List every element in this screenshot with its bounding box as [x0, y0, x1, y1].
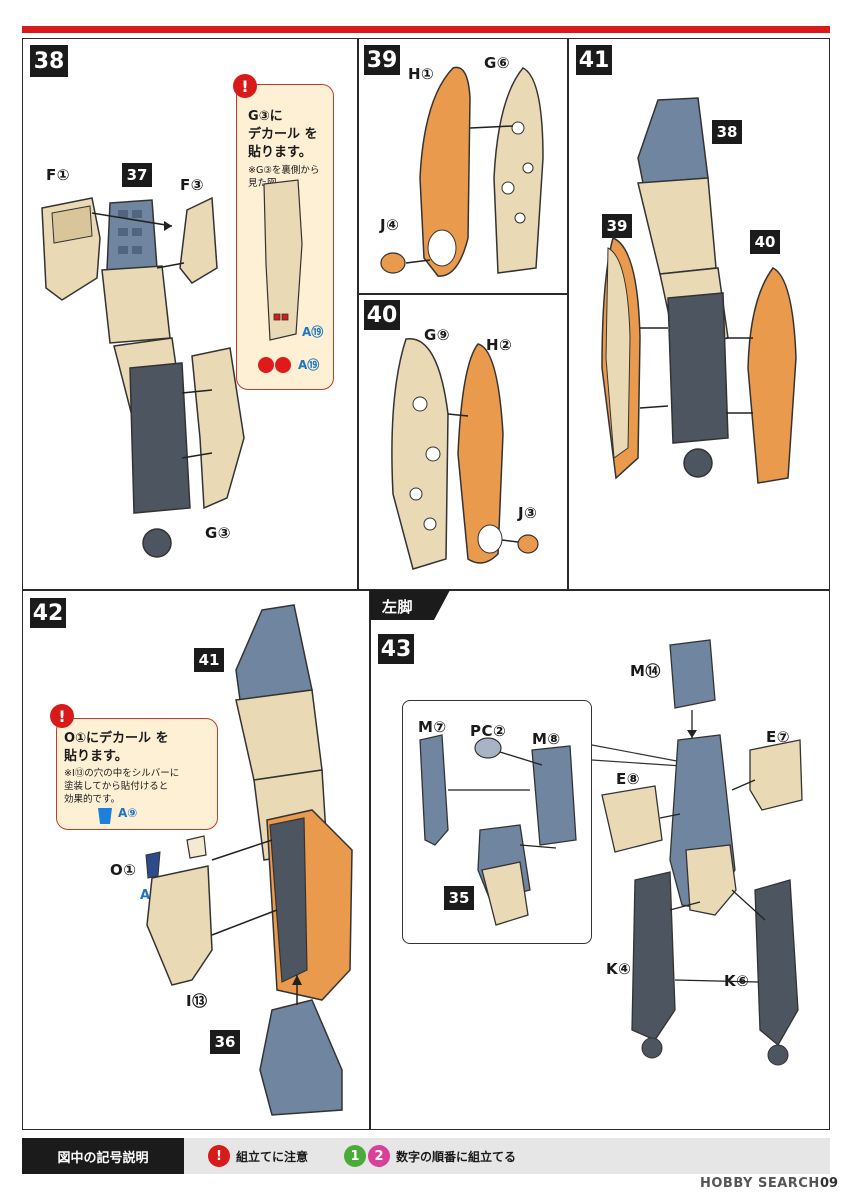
- part-label-e8: E⑧: [616, 770, 640, 788]
- note-42-sub1: ※I⑬の穴の中をシルバーに: [64, 768, 180, 779]
- part-label-j4: J④: [380, 216, 400, 234]
- step-39-number: 39: [364, 45, 400, 75]
- part-label-f1: F①: [46, 166, 70, 184]
- step-43-number: 43: [378, 634, 414, 664]
- note-42-decal-label: A⑨: [118, 806, 138, 820]
- decal-label-a19-bottom: A⑲: [298, 358, 320, 372]
- g3-reverse-view: [258, 179, 303, 373]
- part-label-g9: G⑨: [424, 326, 451, 344]
- ref-step-41: 41: [194, 648, 224, 672]
- warning-icon: !: [208, 1145, 230, 1167]
- warning-icon: !: [50, 704, 74, 728]
- note-38-line3: 貼ります。: [248, 145, 312, 160]
- step-42-note: [56, 718, 218, 830]
- page-number: 09: [820, 1176, 839, 1191]
- part-label-k4: K④: [606, 960, 632, 978]
- watermark: HOBBY SEARCH: [700, 1176, 820, 1191]
- note-42-line2: 貼ります。: [64, 749, 128, 764]
- section-tab-left-leg: [370, 590, 450, 620]
- step-43-illustration: [419, 639, 803, 1066]
- ref-step-38: 38: [712, 120, 742, 144]
- ref-step-35: 35: [444, 886, 474, 910]
- part-label-pc2: PC②: [470, 722, 507, 740]
- order-1-icon: 1: [344, 1145, 366, 1167]
- ref-step-40: 40: [750, 230, 780, 254]
- part-label-h2: H②: [486, 336, 513, 354]
- part-label-o1: O①: [110, 861, 137, 879]
- part-label-g3: G③: [205, 524, 232, 542]
- decal-label-a19-top: A⑲: [302, 325, 324, 339]
- order-2-icon: 2: [368, 1145, 390, 1167]
- part-label-m14: M⑭: [630, 662, 661, 680]
- section-label-left-leg: 左脚: [382, 598, 414, 616]
- ref-step-37: 37: [122, 163, 152, 187]
- note-38-line2: デカール を: [248, 127, 318, 142]
- ref-step-39: 39: [602, 214, 632, 238]
- step-41-illustration: [601, 97, 797, 484]
- note-38-line1: G③に: [248, 109, 283, 124]
- subassembly-box: [402, 700, 592, 944]
- note-42-line1: O①にデカール を: [64, 731, 169, 746]
- step-39-illustration: [380, 66, 544, 277]
- decal-a9-swatch: [98, 808, 112, 824]
- step-38-illustration: [41, 196, 245, 558]
- note-38-sub1: ※G③を裏側から: [248, 165, 320, 176]
- legend-title: 図中の記号説明: [22, 1138, 184, 1174]
- step-42-number: 42: [30, 598, 66, 628]
- note-42-sub2: 塗装してから貼付けると: [64, 781, 169, 792]
- step-41-number: 41: [576, 45, 612, 75]
- part-label-f3: F③: [180, 176, 204, 194]
- top-red-bar: [22, 26, 830, 33]
- part-label-h1: H①: [408, 65, 435, 83]
- part-label-m8: M⑧: [532, 730, 561, 748]
- ref-step-36: 36: [210, 1030, 240, 1054]
- note-42-sub3: 効果的です。: [64, 794, 121, 805]
- step-38-number: 38: [30, 45, 68, 77]
- step-40-illustration: [391, 338, 539, 570]
- part-label-i13: I⑬: [186, 992, 208, 1010]
- step-40-number: 40: [364, 300, 400, 330]
- part-label-e7: E⑦: [766, 728, 790, 746]
- part-label-j3: J③: [518, 504, 538, 522]
- legend-order-text: 数字の順番に組立てる: [396, 1150, 517, 1164]
- step-43-panel: [370, 590, 830, 1130]
- warning-icon: !: [233, 74, 257, 98]
- part-label-g6: G⑥: [484, 54, 511, 72]
- part-label-m7: M⑦: [418, 718, 447, 736]
- legend-warning-text: 組立てに注意: [236, 1150, 309, 1164]
- step-42-illustration: [145, 604, 353, 1116]
- legend-bar: 図中の記号説明 ! 組立てに注意 1 2 数字の順番に組立てる: [22, 1138, 830, 1174]
